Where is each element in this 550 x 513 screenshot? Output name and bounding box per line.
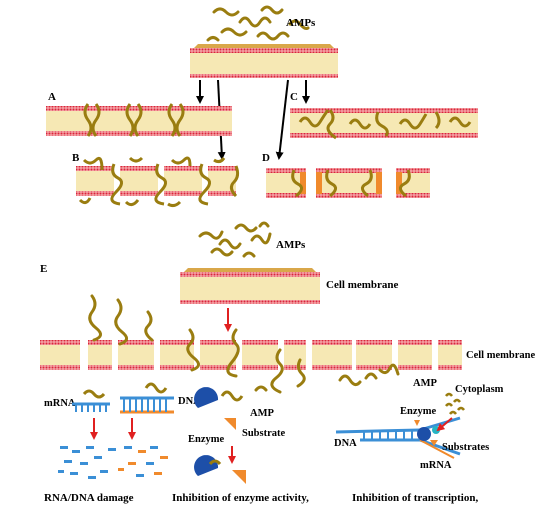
membrane-d [266, 168, 430, 198]
amp-bound-enzyme [208, 459, 222, 466]
e-membrane-block [180, 268, 320, 304]
amps-label-top: AMPs [286, 17, 316, 29]
membrane-b [76, 156, 240, 208]
amps-label-e: AMPs [276, 239, 306, 251]
caption-transcription-inhibition: Inhibition of transcription, [352, 492, 478, 504]
top-peptides [206, 5, 310, 42]
panel-c-label: C [290, 91, 298, 103]
dna-label-left: DNA [178, 396, 201, 407]
enzyme-label-right: Enzyme [400, 406, 437, 417]
enzyme-label-center: Enzyme [188, 434, 225, 445]
cell-membrane-label-top: Cell membrane [326, 279, 399, 291]
fragments-left [58, 446, 116, 479]
mrna-label-right: mRNA [420, 460, 452, 471]
membrane-a [46, 103, 232, 137]
caption-rna-dna-damage: RNA/DNA damage [44, 492, 134, 504]
e-long-membrane [40, 294, 462, 394]
enzyme-shape-center [194, 387, 219, 408]
mrna-label-left: mRNA [44, 398, 76, 409]
substrate-triangle-center [224, 418, 236, 430]
membrane-c [290, 108, 478, 140]
mrna-strand-left [72, 402, 110, 412]
red-arrow-transcription [436, 417, 453, 432]
dna-fork-right [335, 416, 461, 459]
cell-membrane-label-right: Cell membrane [466, 350, 535, 361]
e-peptides [198, 221, 272, 258]
top-membrane-block [190, 44, 338, 78]
amp-peptide-center [220, 390, 244, 402]
fragments-dna [118, 446, 168, 477]
panel-a-label: A [48, 91, 56, 103]
amp-label-right: AMP [413, 378, 437, 389]
amp-label-center: AMP [250, 408, 274, 419]
enzyme-shape-bottom [194, 455, 219, 476]
substrates-label-right: Substrates [442, 442, 489, 453]
substrate-label-center: Substrate [242, 428, 286, 439]
panel-b-label: B [72, 152, 80, 164]
panel-d-label: D [262, 152, 270, 164]
cytoplasm-peptides [254, 363, 400, 392]
dna-strand-left [120, 382, 174, 414]
arrow-to-d [275, 79, 289, 160]
substrate-triangle-bottom [232, 470, 246, 484]
peptide-on-mrna [82, 389, 106, 399]
amp-cluster-right [445, 392, 465, 415]
dna-label-right: DNA [334, 438, 357, 449]
panel-e-label: E [40, 263, 47, 275]
caption-enzyme-inhibition: Inhibition of enzyme activity, [172, 492, 309, 504]
cytoplasm-label: Cytoplasm [455, 384, 504, 395]
